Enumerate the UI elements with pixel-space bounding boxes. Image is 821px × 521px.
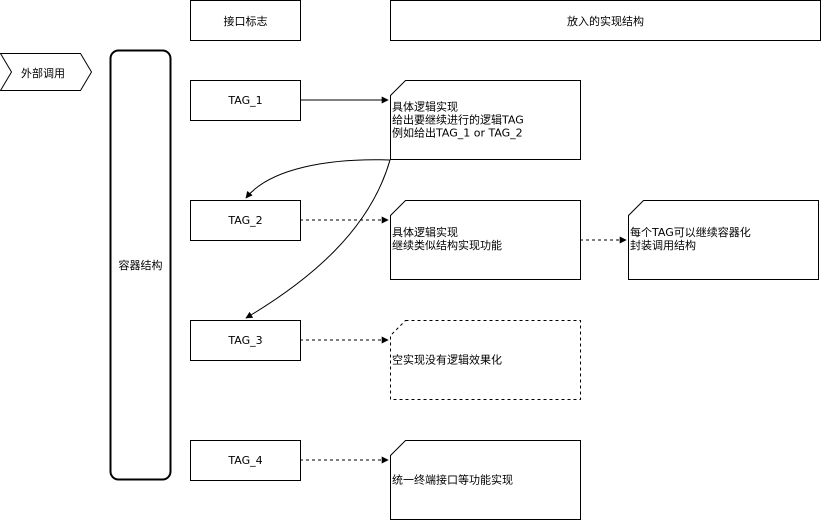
impl-2-text: 具体逻辑实现 继续类似结构实现功能 [392,226,502,252]
tag-label-2: TAG_2 [228,214,263,227]
impl-3-text: 空实现没有逻辑效果化 [392,354,502,367]
tag-label-1: TAG_1 [228,94,263,107]
impl-3-shape [390,320,581,400]
impl-2-shape [390,200,581,280]
impl-5-line-1: 每个TAG可以继续容器化 [630,226,751,239]
container-shape [109,49,172,481]
impl-1-text: 具体逻辑实现 给出要继续进行的逻辑TAG 例如给出TAG_1 or TAG_2 [392,101,524,140]
impl-1-line-3: 例如给出TAG_1 or TAG_2 [392,126,523,140]
impl-4-text: 统一终端接口等功能实现 [392,474,513,487]
arrow-impl1-tag2 [245,159,391,199]
container-label-wrap: 容器结构 [110,50,171,480]
impl-3-line-1: 空实现没有逻辑效果化 [392,353,502,367]
tag-box-1: TAG_1 [190,80,301,121]
container-label: 容器结构 [118,259,163,272]
header-interface-flag-label: 接口标志 [223,14,268,28]
impl-5-text: 每个TAG可以继续容器化 封装调用结构 [630,226,751,252]
impl-1-text-area: 具体逻辑实现 给出要继续进行的逻辑TAG 例如给出TAG_1 or TAG_2 [390,80,581,160]
tag-label-3: TAG_3 [228,334,263,347]
impl-5-text-area: 每个TAG可以继续容器化 封装调用结构 [628,200,819,280]
impl-2-line-2: 继续类似结构实现功能 [392,239,502,252]
header-implementation-structure-label: 放入的实现结构 [567,14,644,28]
impl-2-text-area: 具体逻辑实现 继续类似结构实现功能 [390,200,581,280]
impl-4-text-area: 统一终端接口等功能实现 [390,440,581,520]
header-implementation-structure: 放入的实现结构 [390,0,821,41]
impl-5-shape [628,200,819,280]
external-call-shape [0,53,93,91]
tag-label-4: TAG_4 [228,454,263,467]
impl-2-line-1: 具体逻辑实现 [392,226,458,239]
impl-1-line-2: 给出要继续进行的逻辑TAG [392,113,524,127]
impl-1-line-1: 具体逻辑实现 [392,100,458,114]
impl-3-text-area: 空实现没有逻辑效果化 [390,320,581,400]
external-call-label: 外部调用 [21,67,65,80]
impl-5-line-2: 封装调用结构 [630,239,696,252]
tag-box-4: TAG_4 [190,440,301,481]
header-interface-flag: 接口标志 [190,0,301,41]
impl-1-shape [390,80,581,160]
arrow-impl1-tag3 [245,159,391,319]
impl-4-line-1: 统一终端接口等功能实现 [392,473,513,487]
impl-4-shape [390,440,581,520]
tag-box-2: TAG_2 [190,200,301,241]
tag-box-3: TAG_3 [190,320,301,361]
